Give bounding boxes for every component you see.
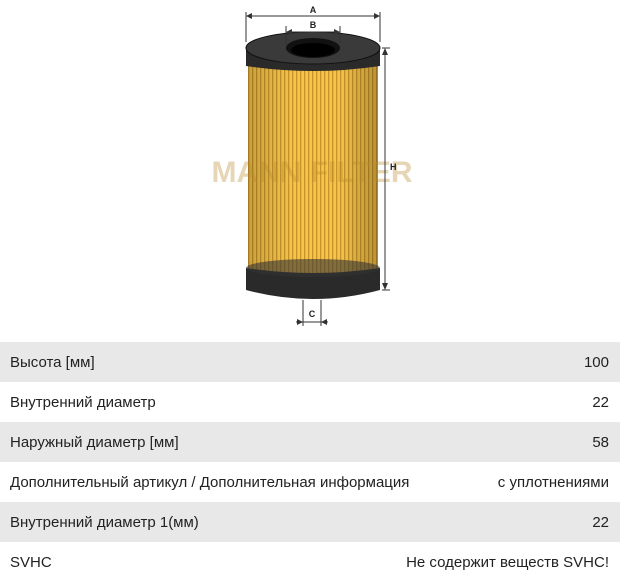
spec-row: Наружный диаметр [мм] 58 [0,422,620,462]
spec-label: Внутренний диаметр [10,393,156,411]
spec-value: 22 [592,393,609,411]
dimension-label-h: H [390,162,397,172]
dimension-label-b: B [310,20,317,30]
spec-label: Наружный диаметр [мм] [10,433,179,451]
spec-row: SVHC Не содержит веществ SVHC! [0,542,620,582]
dimension-h [382,47,390,291]
spec-value: 100 [583,353,609,371]
dimension-c [296,300,328,326]
spec-label: Дополнительный артикул / Дополнительная … [10,473,410,491]
dimension-b [285,26,341,44]
filter-drawing: MANN FILTER A B [211,5,413,326]
filter-illustration: MANN FILTER A B [211,5,413,326]
dimension-label-c: C [309,309,316,319]
spec-value: 58 [592,433,609,451]
spec-row: Дополнительный артикул / Дополнительная … [0,462,620,502]
spec-label: Высота [мм] [10,353,95,371]
spec-label: SVHC [10,553,52,571]
spec-value: 22 [592,513,609,531]
spec-row: Внутренний диаметр 1(мм) 22 [0,502,620,542]
watermark: MANN FILTER [211,156,412,189]
spec-value: Не содержит веществ SVHC! [406,553,609,571]
spec-label: Внутренний диаметр 1(мм) [10,513,199,531]
spec-table: Высота [мм] 100 Внутренний диаметр 22 На… [0,342,620,582]
spec-value: с уплотнениями [497,473,609,491]
spec-row: Внутренний диаметр 22 [0,382,620,422]
dimension-a [245,12,381,42]
spec-row: Высота [мм] 100 [0,342,620,382]
dimension-label-a: A [310,5,317,15]
